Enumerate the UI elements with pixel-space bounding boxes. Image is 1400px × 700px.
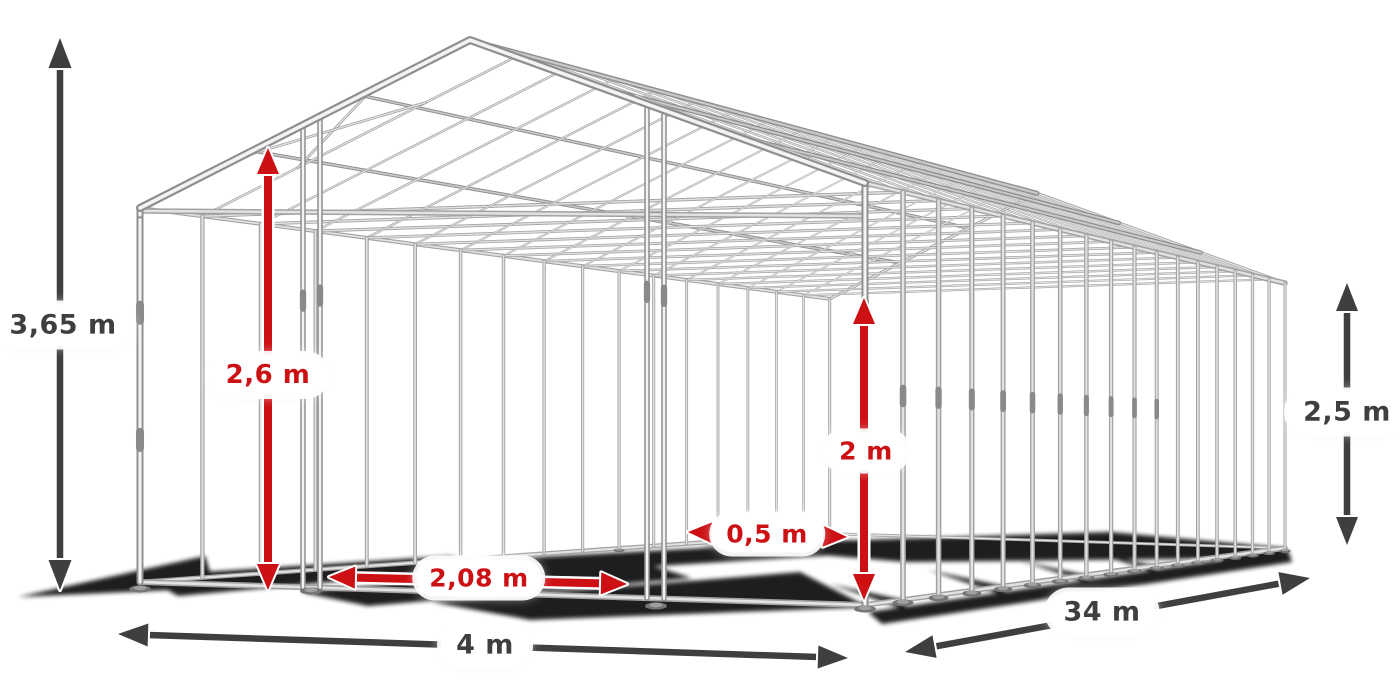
dimension-label-side-clearance: 2 m bbox=[826, 432, 906, 470]
dimension-label-length: 34 m bbox=[1048, 591, 1156, 633]
steel-frame bbox=[135, 36, 1288, 609]
dimension-label-side-height: 2,5 m bbox=[1288, 391, 1400, 433]
base-plates bbox=[129, 533, 1291, 613]
dimension-label-total-height: 3,65 m bbox=[0, 304, 132, 346]
dimension-label-entrance-height: 2,6 m bbox=[210, 355, 326, 395]
dimension-label-width: 4 m bbox=[441, 624, 529, 666]
dimension-label-post-gap: 0,5 m bbox=[713, 515, 821, 553]
dimension-label-entrance-width: 2,08 m bbox=[416, 559, 542, 597]
